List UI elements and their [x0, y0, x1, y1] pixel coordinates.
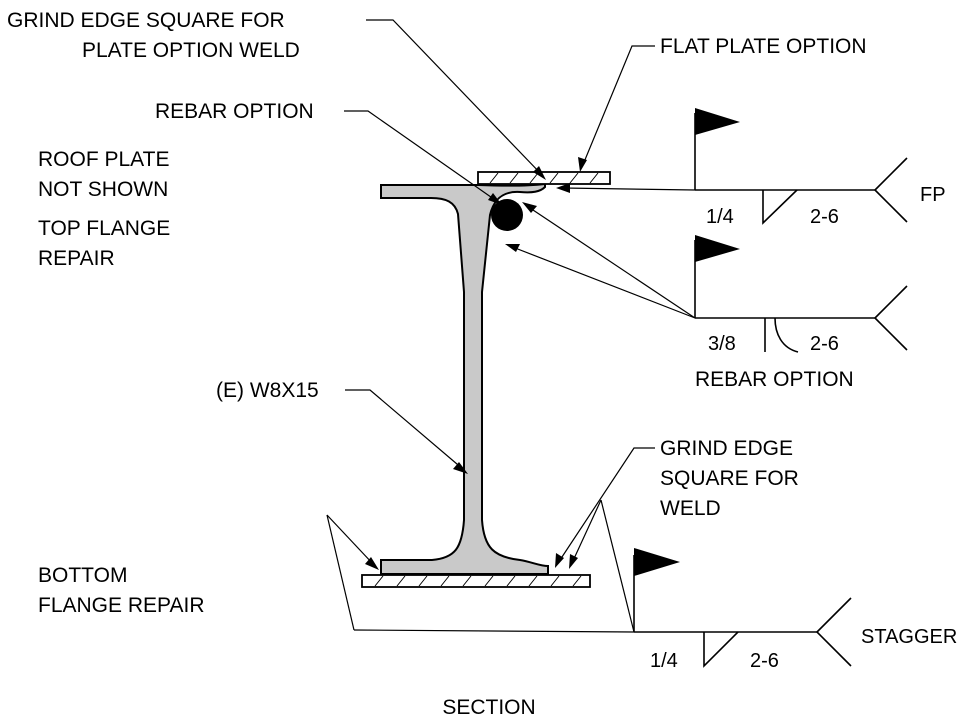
arrow-flat-plate [578, 157, 587, 172]
weld-symbol-fp [556, 108, 908, 225]
bottom-flat-plate [361, 574, 591, 588]
leader-grind-edge-bottom [557, 447, 655, 564]
weld-stagger-size: 1/4 [650, 650, 678, 672]
label-grind-edge-bottom-2: SQUARE FOR [660, 467, 799, 490]
field-weld-flag-rebar [695, 235, 740, 262]
weld-stagger-tail: STAGGER [861, 626, 957, 648]
leader-rebar-top [344, 110, 499, 203]
arrow-grind-edge-bottom [555, 553, 564, 568]
label-grind-edge-top-1: GRIND EDGE SQUARE FOR [7, 9, 285, 32]
weld-rebar-length: 2-6 [810, 333, 839, 355]
bottom-plate-hatch [374, 575, 582, 587]
label-roof-plate-2: NOT SHOWN [38, 178, 168, 201]
label-grind-edge-bottom-1: GRIND EDGE [660, 437, 793, 460]
weld-fp-tail: FP [920, 184, 946, 206]
label-roof-plate-1: ROOF PLATE [38, 148, 169, 171]
weld-rebar-caption: REBAR OPTION [695, 368, 854, 391]
rebar-circle [491, 199, 523, 231]
weld-rebar-size: 3/8 [708, 333, 736, 355]
label-top-flange-1: TOP FLANGE [38, 217, 170, 240]
arrow-beam [453, 462, 468, 474]
label-beam-designation: (E) W8X15 [216, 379, 319, 402]
leader-beam [345, 389, 465, 471]
leader-flat-plate [581, 45, 655, 168]
label-grind-edge-top-2: PLATE OPTION WELD [82, 39, 300, 62]
label-bottom-flange-2: FLANGE REPAIR [38, 594, 204, 617]
label-top-flange-2: REPAIR [38, 247, 115, 270]
weld-fp-size: 1/4 [706, 206, 734, 228]
weld-symbol-rebar [505, 202, 908, 353]
top-plate-hatch [489, 172, 599, 184]
label-bottom-flange-1: BOTTOM [38, 564, 127, 587]
label-flat-plate-option: FLAT PLATE OPTION [660, 35, 867, 58]
label-rebar-option-top: REBAR OPTION [155, 100, 314, 123]
arrow-grind-edge-top [533, 166, 546, 180]
arrow-rebar-top [488, 193, 502, 205]
weld-symbol-stagger [326, 499, 852, 668]
leader-grind-edge-top [366, 19, 544, 177]
weld-fp-length: 2-6 [810, 206, 839, 228]
weld-stagger-length: 2-6 [750, 650, 779, 672]
section-title: SECTION [442, 696, 535, 719]
field-weld-flag-stagger [634, 548, 680, 576]
i-beam-section [380, 182, 549, 575]
label-grind-edge-bottom-3: WELD [660, 497, 721, 520]
field-weld-flag-fp [695, 108, 740, 135]
